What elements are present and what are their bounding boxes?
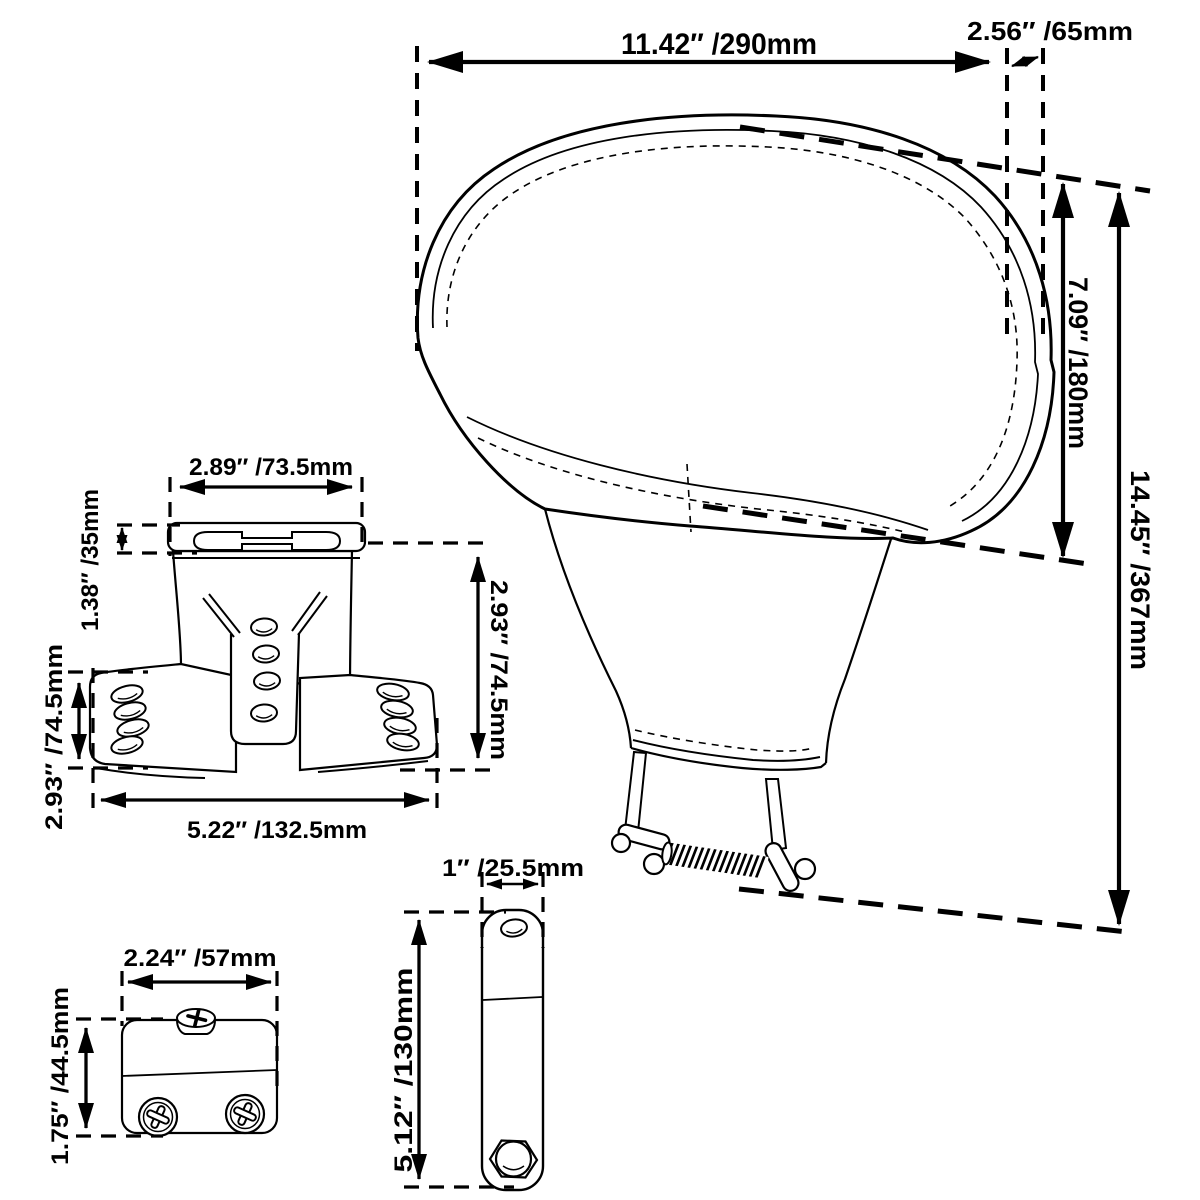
dim-clamp-width: 2.24″ /57mm xyxy=(120,945,279,1087)
bracket-wing-right xyxy=(298,673,439,772)
clamp-block xyxy=(120,1008,279,1138)
strap-hole xyxy=(249,616,279,638)
dim-bracket-base-width: 5.22″ /132.5mm xyxy=(91,668,439,844)
pad-outer-outline xyxy=(415,113,1056,545)
arm-divider xyxy=(482,996,543,1001)
dim-label-clamp-height: 1.75″ /44.5mm xyxy=(47,987,74,1165)
skirt-top-line xyxy=(466,416,929,531)
dim-backrest-offset: 2.56″ /65mm xyxy=(967,16,1133,345)
bracket-wing-left-rim xyxy=(95,767,206,779)
center-seam xyxy=(686,463,692,533)
spring-end-cap xyxy=(661,841,673,866)
reference-line-pad-bottom xyxy=(702,503,1089,567)
strap-hole xyxy=(252,670,282,692)
arm-hex-nut xyxy=(488,1139,539,1179)
clamp-screw-right xyxy=(224,1093,266,1135)
support-arm xyxy=(480,908,545,1192)
dim-label-bracket-top-width: 2.89″ /73.5mm xyxy=(189,454,353,481)
dim-label-bracket-body-height: 2.93″ /74.5mm xyxy=(485,580,512,760)
mount-rod-left xyxy=(623,750,648,834)
dim-arm-height: 5.12″ /130mm xyxy=(390,910,514,1189)
skirt-stitch-line xyxy=(477,437,906,533)
dim-label-backrest-width: 11.42″ /290mm xyxy=(621,28,817,61)
bracket-slot xyxy=(192,531,342,551)
mounting-bracket xyxy=(88,521,439,779)
dim-clamp-height: 1.75″ /44.5mm xyxy=(47,987,163,1165)
rod-tbar-right xyxy=(764,842,817,892)
dim-backrest-width: 11.42″ /290mm xyxy=(415,28,991,351)
dim-bracket-body-height: 2.93″ /74.5mm xyxy=(368,541,512,772)
bracket-wing-right-rim xyxy=(317,760,429,773)
clamp-screw-left xyxy=(137,1096,179,1138)
dim-label-overall-height: 14.45″ /367mm xyxy=(1125,470,1155,670)
base-rim-line xyxy=(632,739,821,762)
bracket-strap-outline xyxy=(229,632,301,746)
neck-right-edge xyxy=(824,538,893,764)
backrest-pad xyxy=(415,113,1056,892)
dim-label-clamp-width: 2.24″ /57mm xyxy=(124,945,277,972)
clamp-bolt xyxy=(176,1008,216,1035)
dim-pad-height: 7.09″ /180mm xyxy=(1052,182,1093,558)
dim-bracket-wing-height: 2.93″ /74.5mm xyxy=(41,644,148,830)
strap-hole xyxy=(251,643,281,665)
clamp-divider xyxy=(121,1069,278,1077)
base-bottom-edge xyxy=(630,746,827,771)
pad-stitch-line xyxy=(446,145,1018,507)
neck-left-edge xyxy=(543,508,633,749)
dimension-annotations: 11.42″ /290mm 2.56″ /65mm 7.09″ /180mm 1… xyxy=(41,16,1155,1189)
reference-line-overall-bottom xyxy=(738,886,1137,936)
dim-label-arm-height: 5.12″ /130mm xyxy=(390,968,418,1173)
bracket-gussets xyxy=(202,591,328,638)
dim-label-backrest-offset: 2.56″ /65mm xyxy=(967,16,1133,46)
strap-hole xyxy=(249,702,279,724)
base-stitch-line xyxy=(634,729,814,752)
dim-label-pad-height: 7.09″ /180mm xyxy=(1063,277,1093,449)
spring xyxy=(661,841,770,879)
dim-bracket-plate-thickness: 1.38″ /35mm xyxy=(77,489,197,631)
reference-line-top xyxy=(739,124,1151,194)
mount-rod-right xyxy=(764,778,788,852)
rod-tbar-left xyxy=(610,823,671,876)
dim-label-bracket-plate-thickness: 1.38″ /35mm xyxy=(77,489,104,631)
dim-arm-width: 1″ /25.5mm xyxy=(442,855,584,948)
dim-overall-height: 14.45″ /367mm xyxy=(1108,191,1155,926)
dim-arrow xyxy=(1011,55,1039,68)
dim-label-arm-width: 1″ /25.5mm xyxy=(442,855,584,882)
dim-label-bracket-wing-height: 2.93″ /74.5mm xyxy=(41,644,68,830)
bracket-wing-left xyxy=(88,662,238,774)
dim-bracket-top-width: 2.89″ /73.5mm xyxy=(168,454,364,556)
dim-label-bracket-base-width: 5.22″ /132.5mm xyxy=(187,817,367,844)
arm-plate xyxy=(480,908,545,1192)
